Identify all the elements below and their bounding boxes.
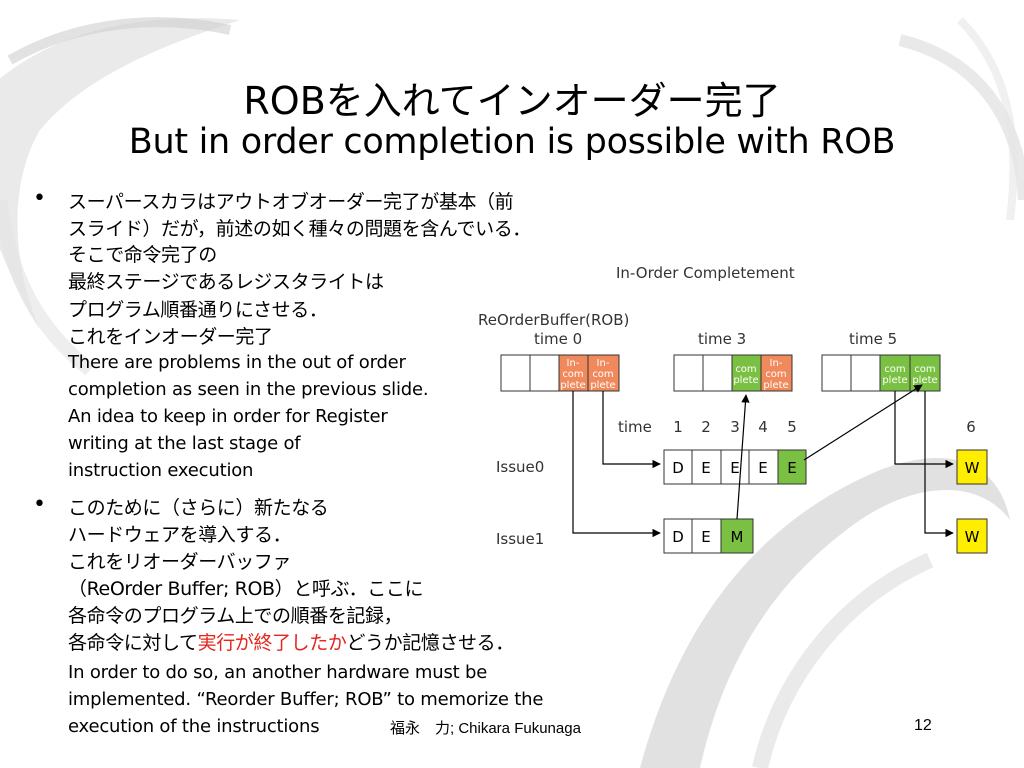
bullet1-ja-line: そこで命令完了の (68, 244, 217, 266)
rob-pipeline-diagram: In-Order Completement ReOrderBuffer(ROB)… (478, 264, 988, 554)
svg-text:com: com (562, 369, 583, 380)
rob-snapshot-time3: com plete In- com plete (673, 354, 793, 392)
bullet1-en-line: There are problems in the out of order (68, 352, 406, 373)
time-tick-5: 5 (787, 418, 797, 436)
svg-text:plete: plete (560, 380, 585, 391)
rob-label: ReOrderBuffer(ROB) (478, 311, 629, 329)
bullet2-ja-highlight: 実行が終了したか (197, 632, 347, 654)
slide-title-japanese: ROBを入れてインオーダー完了 (243, 79, 781, 123)
svg-text:plete: plete (733, 375, 758, 386)
bullet2-ja-line: ハードウェアを導入する． (68, 524, 292, 546)
diagram-arrows (572, 384, 954, 538)
bullet1-en-line: writing at the last stage of (68, 433, 301, 454)
svg-text:M: M (731, 528, 744, 546)
svg-text:E: E (758, 459, 767, 477)
svg-text:com: com (914, 364, 935, 375)
bullet1-en-line: instruction execution (68, 460, 254, 481)
issue0-pipeline: D E E E E (663, 449, 807, 485)
bullet1-ja-line: プログラム順番通りにさせる． (68, 299, 328, 321)
svg-text:In-: In- (770, 358, 783, 369)
snapshot-label-time3: time 3 (698, 330, 746, 348)
bullet1-ja-line: これをインオーダー完了 (68, 326, 273, 348)
svg-text:com: com (592, 369, 613, 380)
bullet1-ja-line: スーパースカラはアウトオブオーダー完了が基本（前 (68, 191, 514, 213)
rob-snapshot-time0: In- com plete In- com plete (500, 354, 620, 392)
bullet2-ja-line: （ReOrder Buffer; ROB）と呼ぶ．ここに (68, 578, 424, 600)
snapshot-label-time0: time 0 (534, 330, 582, 348)
svg-text:plete: plete (882, 375, 907, 386)
page-number: 12 (914, 717, 932, 734)
bullet1-en-line: An idea to keep in order for Register (68, 406, 388, 427)
footer-author: 福永 力; Chikara Fukunaga (390, 720, 581, 737)
svg-text:In-: In- (597, 358, 610, 369)
issue0-label: Issue0 (496, 458, 544, 476)
bullet2-ja-last-prefix: 各命令に対して (68, 632, 198, 654)
svg-text:E: E (701, 528, 710, 546)
bullet2-ja-line-last: 各命令に対して実行が終了したかどうか記憶させる． (68, 628, 514, 655)
svg-text:com: com (765, 369, 786, 380)
svg-text:E: E (787, 459, 796, 477)
issue1-pipeline: D E M (663, 518, 754, 554)
issue1-write-cell: W (956, 518, 988, 554)
svg-text:In-: In- (567, 358, 580, 369)
svg-text:plete: plete (763, 380, 788, 391)
slide-title-english: But in order completion is possible with… (128, 122, 896, 162)
bullet1-ja-line: スライド）だが，前述の如く種々の問題を含んでいる． (68, 218, 531, 240)
bullet1-ja-line: 最終ステージであるレジスタライトは (68, 271, 384, 293)
bullet2-ja-last-suffix: どうか記憶させる． (346, 632, 514, 654)
svg-text:E: E (701, 459, 710, 477)
time-tick-4: 4 (758, 418, 768, 436)
bullet1-en-line: completion as seen in the previous slide… (68, 379, 429, 400)
issue1-label: Issue1 (496, 530, 544, 548)
bullet2-ja-line: このために（さらに）新たなる (68, 497, 329, 519)
snapshot-label-time5: time 5 (849, 330, 897, 348)
svg-text:com: com (735, 364, 756, 375)
bullet2-en-line: In order to do so, an another hardware m… (68, 662, 488, 683)
svg-text:E: E (730, 459, 739, 477)
bullet2-en-line: execution of the instructions (68, 716, 320, 737)
svg-text:com: com (884, 364, 905, 375)
time-tick-2: 2 (701, 418, 711, 436)
issue0-write-cell: W (956, 449, 988, 485)
time-axis-label: time (618, 418, 652, 436)
time-tick-1: 1 (673, 418, 683, 436)
svg-text:W: W (965, 459, 980, 477)
bullet2-en-line: implemented. “Reorder Buffer; ROB” to me… (68, 689, 544, 710)
bullet-marker-2: • (33, 492, 46, 517)
rob-snapshot-time5: com plete com plete (821, 354, 941, 392)
svg-text:plete: plete (590, 380, 615, 391)
svg-text:D: D (672, 459, 684, 477)
svg-text:plete: plete (912, 375, 937, 386)
diagram-title: In-Order Completement (616, 264, 795, 282)
time-tick-6: 6 (966, 418, 976, 436)
bullet2-ja-line: 各命令のプログラム上での順番を記録， (68, 605, 403, 627)
bullet2-ja-line: これをリオーダーバッファ (68, 551, 292, 573)
svg-text:W: W (965, 528, 980, 546)
bullet-marker-1: • (33, 186, 46, 211)
svg-text:D: D (672, 528, 684, 546)
time-tick-3: 3 (730, 418, 740, 436)
